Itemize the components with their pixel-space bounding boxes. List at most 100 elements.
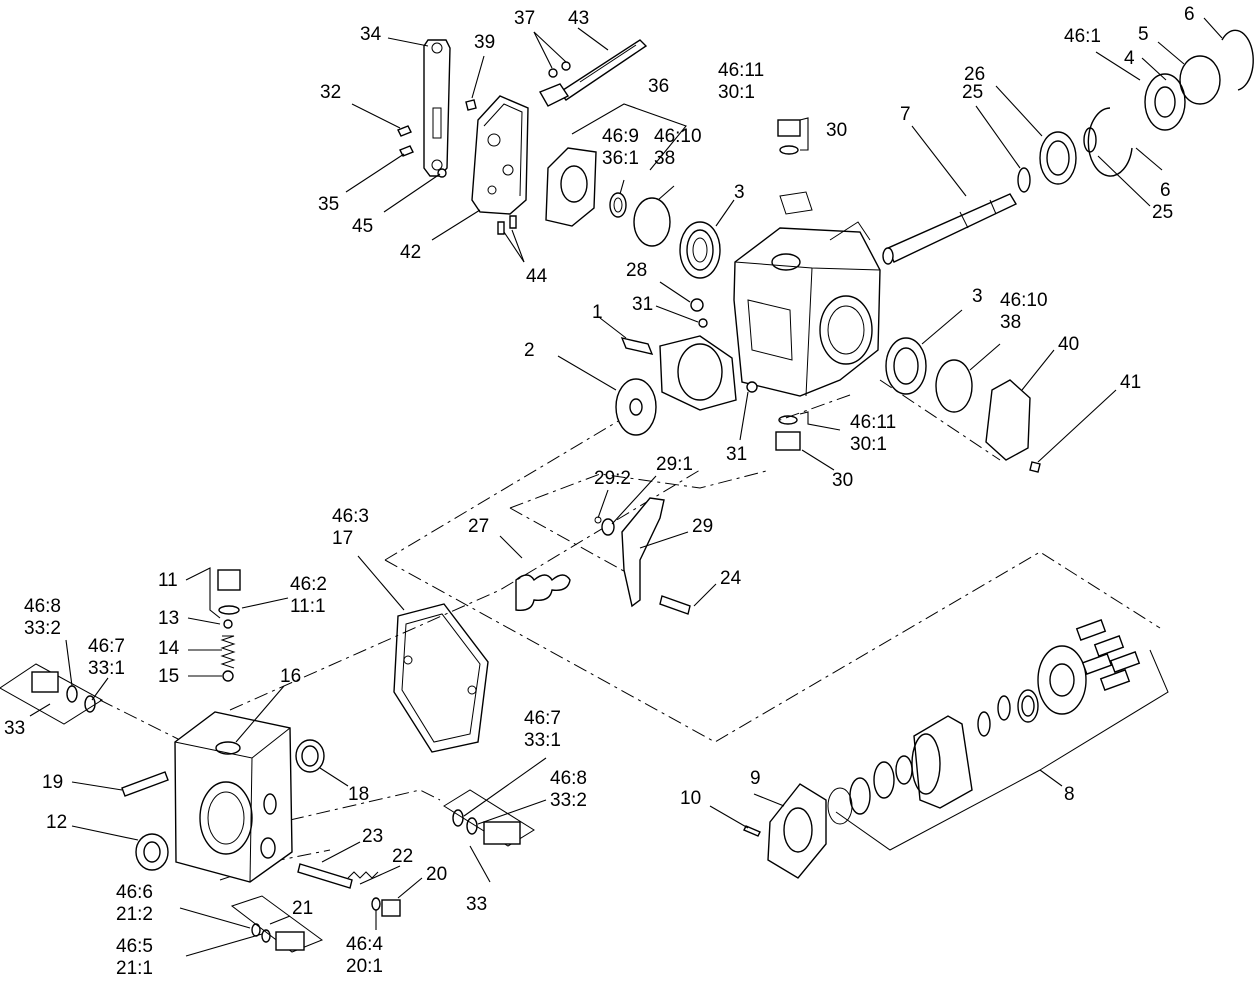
cylinder-block xyxy=(913,715,973,809)
callout-line: 21:2 xyxy=(116,904,153,925)
check-valve-right xyxy=(443,789,535,847)
callout-line: 46:10 xyxy=(1000,290,1048,311)
callout-16: 16 xyxy=(280,666,301,687)
drive-shaft xyxy=(887,193,1017,263)
callout-line: 38 xyxy=(1000,312,1021,333)
callout-line: 10 xyxy=(680,788,701,809)
callout-line: 31 xyxy=(726,444,747,465)
callout-line: 24 xyxy=(720,568,742,589)
callout-22: 22 xyxy=(392,846,413,867)
callout-line: 41 xyxy=(1120,372,1141,393)
callout-line: 34 xyxy=(360,24,382,45)
callout-line: 5 xyxy=(1138,24,1149,45)
callout-42: 42 xyxy=(400,242,421,263)
callout-line: 33:1 xyxy=(524,730,561,751)
callout-34: 34 xyxy=(360,24,382,45)
callout-line: 28 xyxy=(626,260,647,281)
callout-29: 29 xyxy=(692,516,713,537)
callout-9: 9 xyxy=(750,768,761,789)
leader-lines xyxy=(29,17,1223,957)
callout-20: 20 xyxy=(426,864,447,885)
callout-line: 46:7 xyxy=(88,636,125,657)
callout-line: 29 xyxy=(692,516,713,537)
callout-33-right: 33 xyxy=(466,894,487,915)
charge-relief-parts xyxy=(230,863,401,953)
drive-shaft-assembly xyxy=(882,29,1254,265)
callout-line: 11 xyxy=(158,570,178,591)
callout-30-top: 30 xyxy=(826,120,847,141)
callout-line: 6 xyxy=(1160,180,1171,201)
callout-line: 30:1 xyxy=(718,82,755,103)
callout-line: 1 xyxy=(592,302,603,323)
callout-line: 21:1 xyxy=(116,958,153,979)
callout-line: 46:8 xyxy=(24,596,61,617)
callout-line: 33 xyxy=(4,718,25,739)
callout-28: 28 xyxy=(626,260,647,281)
callout-line: 11:1 xyxy=(290,596,326,617)
callout-line: 8 xyxy=(1064,784,1075,805)
callout-line: 15 xyxy=(158,666,179,687)
servo-arm xyxy=(621,497,665,608)
callout-line: 40 xyxy=(1058,334,1079,355)
callout-line: 35 xyxy=(318,194,339,215)
callout-line: 46:2 xyxy=(290,574,327,595)
callout-35: 35 xyxy=(318,194,339,215)
callout-18: 18 xyxy=(348,784,369,805)
thrust-washer xyxy=(615,378,657,436)
callout-line: 6 xyxy=(1184,4,1195,25)
callout-line: 2 xyxy=(524,340,535,361)
callout-line: 46:1 xyxy=(1064,26,1101,47)
callout-7: 7 xyxy=(900,104,911,125)
callout-39: 39 xyxy=(474,32,495,53)
callout-11: 11 xyxy=(158,570,178,591)
callout-10: 10 xyxy=(680,788,701,809)
relief-valve-stack xyxy=(217,569,241,682)
callout-6-bottom: 6 xyxy=(1160,180,1171,201)
callout-line: 22 xyxy=(392,846,413,867)
check-valve-left xyxy=(0,663,103,725)
callout-line: 45 xyxy=(352,216,373,237)
callout-line: 42 xyxy=(400,242,421,263)
callout-33-left: 33 xyxy=(4,718,25,739)
callout-36: 36 xyxy=(648,76,669,97)
callout-line: 18 xyxy=(348,784,369,805)
callout-29-2: 29:2 xyxy=(594,468,631,489)
callout-line: 46:8 xyxy=(550,768,587,789)
callout-line: 33:1 xyxy=(88,658,125,679)
callout-line: 33:2 xyxy=(550,790,587,811)
callout-6-top: 6 xyxy=(1184,4,1195,25)
callout-line: 46:3 xyxy=(332,506,369,527)
callout-line: 25 xyxy=(962,82,983,103)
control-lever-assembly xyxy=(397,39,721,279)
swashplate xyxy=(659,335,737,411)
callout-line: 27 xyxy=(468,516,489,537)
callout-24: 24 xyxy=(720,568,742,589)
callout-8: 8 xyxy=(1064,784,1075,805)
callout-line: 3 xyxy=(972,286,983,307)
callout-line: 12 xyxy=(46,812,67,833)
adjusting-rod xyxy=(558,39,648,101)
callout-31-bottom: 31 xyxy=(726,444,747,465)
mounting-bracket xyxy=(471,95,529,215)
callout-3-mid: 3 xyxy=(972,286,983,307)
callout-line: 19 xyxy=(42,772,63,793)
cover-plate xyxy=(545,147,597,227)
callout-line: 17 xyxy=(332,528,353,549)
callout-line: 3 xyxy=(734,182,745,203)
callout-25-left: 25 xyxy=(962,82,983,103)
callout-line: 14 xyxy=(158,638,180,659)
callout-line: 33:2 xyxy=(24,618,61,639)
center-section xyxy=(121,711,325,883)
callout-line: 25 xyxy=(1152,202,1173,223)
